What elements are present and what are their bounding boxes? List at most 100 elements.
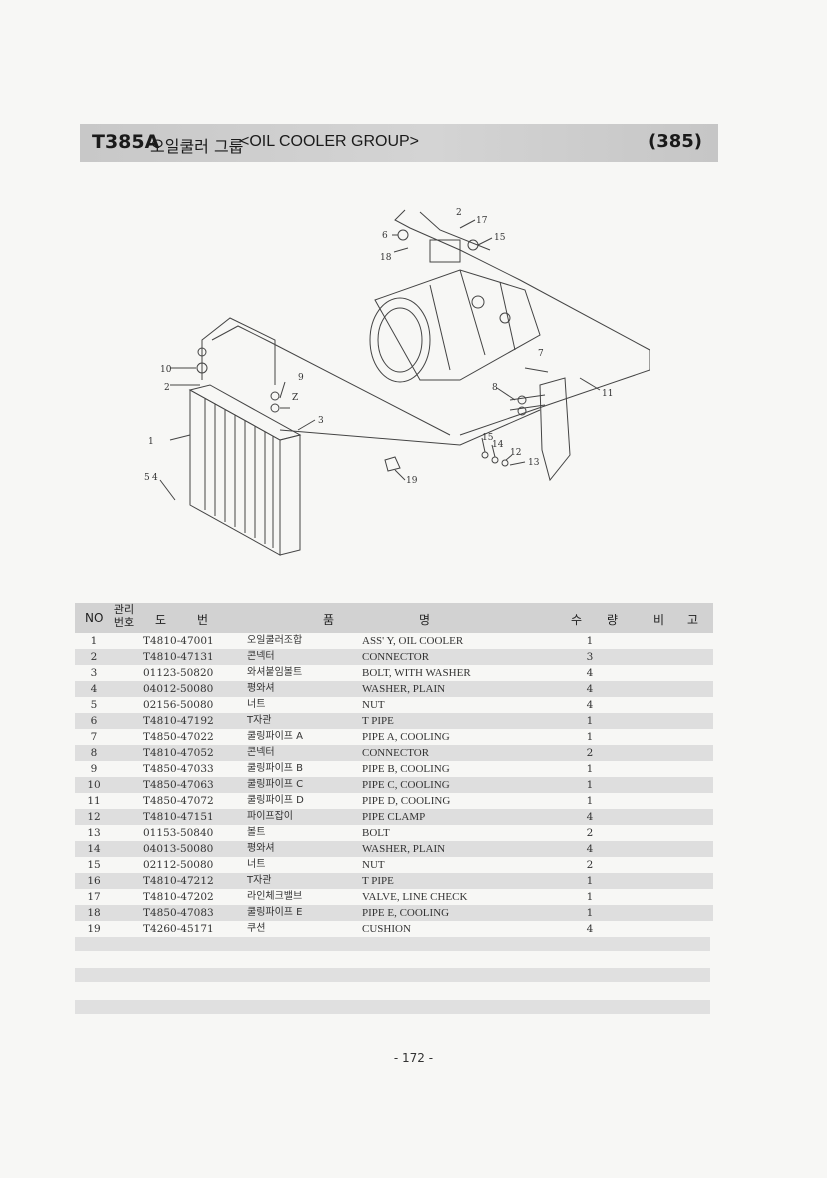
header-name-1: 품	[323, 613, 335, 627]
row-part-number: 02112-50080	[143, 859, 214, 871]
callout-15-top: 15	[494, 233, 506, 243]
row-part-number: 02156-50080	[143, 699, 214, 711]
row-part-number: T4810-47131	[143, 651, 214, 663]
row-part-number: T4810-47202	[143, 891, 214, 903]
header-no: NO	[85, 611, 104, 625]
row-name-korean: 너트	[247, 859, 266, 870]
header-name-2: 명	[419, 613, 431, 627]
callout-4: 4	[152, 473, 158, 483]
row-quantity: 1	[586, 763, 594, 775]
callout-17: 17	[476, 216, 488, 226]
callout-11: 11	[602, 389, 613, 399]
row-no: 11	[87, 795, 101, 807]
row-no: 17	[87, 891, 101, 903]
row-part-number: T4850-47083	[143, 907, 214, 919]
row-name-english: PIPE D, COOLING	[362, 795, 451, 807]
row-name-english: PIPE C, COOLING	[362, 779, 450, 791]
callout-18: 18	[380, 253, 392, 263]
callout-1: 1	[148, 437, 154, 447]
row-no: 8	[90, 747, 98, 759]
header-mgmt-top: 관리	[113, 603, 135, 616]
row-name-english: PIPE E, COOLING	[362, 907, 450, 919]
row-part-number: T4850-47072	[143, 795, 214, 807]
exploded-parts-diagram: 1 2 3 4 5 6 7 8 9 10 11 12 13 14 15 16 1…	[144, 208, 650, 556]
row-name-english: WASHER, PLAIN	[362, 683, 446, 695]
row-part-number: 04013-50080	[143, 843, 214, 855]
row-name-korean: 콘넥터	[247, 651, 275, 662]
row-no: 19	[87, 923, 101, 935]
row-name-english: CONNECTOR	[362, 747, 430, 759]
row-name-korean: 쿨링파이프 D	[247, 795, 304, 806]
row-no: 10	[87, 779, 101, 791]
group-header: T385A 오일쿨러 그룹 <OIL COOLER GROUP> (385)	[80, 124, 718, 162]
empty-row-band	[75, 1000, 710, 1014]
row-name-english: PIPE CLAMP	[362, 811, 426, 823]
row-quantity: 4	[586, 923, 594, 935]
header-remarks-2: 고	[687, 613, 699, 627]
row-part-number: 01153-50840	[143, 827, 214, 839]
row-quantity: 1	[586, 907, 594, 919]
group-number: (385)	[647, 131, 702, 152]
row-no: 18	[87, 907, 101, 919]
row-name-korean: T자관	[247, 715, 272, 726]
callout-6: 6	[382, 231, 388, 241]
callout-7: 7	[538, 349, 544, 359]
row-name-korean: 파이프잡이	[247, 811, 293, 822]
row-part-number: T4850-47022	[143, 731, 214, 743]
row-quantity: 1	[586, 635, 594, 647]
callout-14: 14	[492, 440, 504, 450]
row-no: 7	[90, 731, 98, 743]
row-quantity: 4	[586, 683, 594, 695]
oil-cooler-drawing	[188, 384, 302, 556]
row-name-english: CONNECTOR	[362, 651, 430, 663]
empty-row-band	[75, 937, 710, 951]
row-name-korean: 콘넥터	[247, 747, 275, 758]
row-name-english: PIPE B, COOLING	[362, 763, 450, 775]
callout-9: 9	[298, 373, 304, 383]
row-part-number: T4810-47001	[143, 635, 214, 647]
callout-2: 2	[164, 383, 170, 393]
row-name-english: WASHER, PLAIN	[362, 843, 446, 855]
group-title-english: <OIL COOLER GROUP>	[240, 133, 420, 150]
row-name-korean: 볼트	[247, 827, 266, 838]
callout-8: 8	[492, 383, 498, 393]
row-name-korean: 평와셔	[247, 843, 275, 854]
row-name-english: CUSHION	[362, 923, 411, 935]
row-name-korean: 라인체크밸브	[247, 891, 303, 902]
row-quantity: 1	[586, 731, 594, 743]
row-no: 3	[90, 667, 98, 679]
header-remarks-1: 비	[653, 613, 665, 627]
row-quantity: 1	[586, 715, 594, 727]
header-drawing-2: 번	[197, 613, 209, 627]
header-management-number: 관리 번호	[113, 603, 135, 629]
group-code: T385A	[92, 131, 160, 153]
callout-19: 19	[406, 476, 418, 486]
row-name-english: NUT	[362, 699, 385, 711]
row-quantity: 4	[586, 699, 594, 711]
row-part-number: 04012-50080	[143, 683, 214, 695]
row-name-english: ASS' Y, OIL COOLER	[362, 635, 464, 647]
row-name-korean: 쿨링파이프 C	[247, 779, 304, 790]
row-quantity: 1	[586, 875, 594, 887]
header-drawing-1: 도	[155, 613, 167, 627]
parts-table-header: NO 관리 번호 도 번 품 명 수 량 비 고	[75, 603, 713, 633]
row-quantity: 1	[586, 795, 594, 807]
row-no: 5	[90, 699, 98, 711]
row-quantity: 2	[586, 859, 594, 871]
row-no: 13	[87, 827, 101, 839]
group-title-korean: 오일쿨러 그룹	[150, 137, 244, 156]
row-name-korean: 오일쿨러조합	[247, 635, 303, 646]
callout-15: 15	[482, 433, 494, 443]
